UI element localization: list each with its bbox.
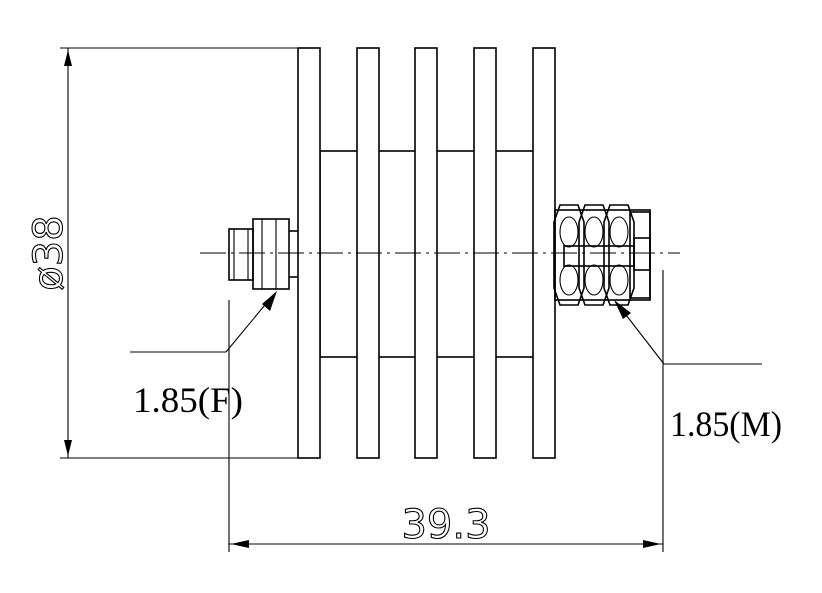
length-dimension-label: 39.3 — [401, 502, 490, 548]
female-connector-label: 1.85(F) — [133, 380, 243, 420]
male-connector-label: 1.85(M) — [670, 404, 782, 444]
female-connector-leader: 1.85(F) — [130, 291, 277, 420]
female-connector — [228, 218, 298, 290]
diameter-dimension-label: ø38 — [26, 215, 72, 290]
male-connector-leader: 1.85(M) — [614, 300, 782, 444]
length-dimension: 39.3 — [228, 270, 664, 552]
diameter-dimension: ø38 — [25, 47, 298, 459]
male-connector — [553, 204, 651, 306]
